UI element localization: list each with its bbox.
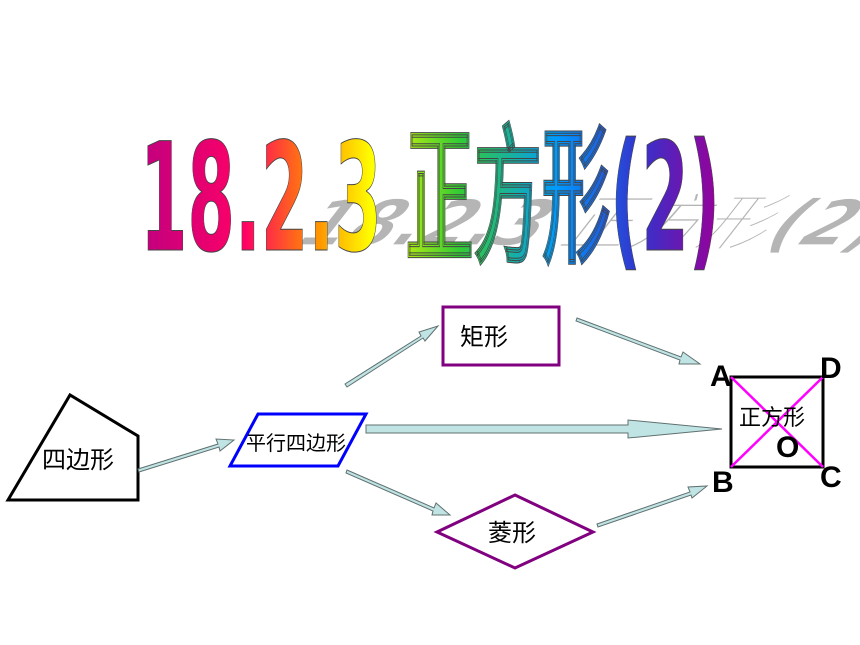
rhombus-shape bbox=[433, 493, 597, 570]
rhombus-label: 菱形 bbox=[488, 519, 536, 547]
vertex-d: D bbox=[820, 352, 842, 385]
rectangle-shape bbox=[441, 305, 561, 367]
arrow-parallelogram-to-rhombus bbox=[345, 469, 452, 516]
square-node: 正方形 A D B C O bbox=[710, 352, 842, 499]
page-title: 18.2.3 正方形(2) bbox=[140, 112, 720, 286]
quadrilateral-label: 四边形 bbox=[42, 446, 114, 474]
parallelogram-node: 平行四边形 bbox=[227, 412, 369, 468]
parallelogram-shape bbox=[227, 412, 369, 468]
vertex-b: B bbox=[712, 466, 734, 499]
arrow-rhombus-to-square bbox=[596, 485, 709, 528]
arrows bbox=[137, 317, 723, 528]
title-shadow-text: 18.2.3 正方形(2) bbox=[278, 187, 860, 260]
vertex-o: O bbox=[776, 431, 799, 464]
vertex-a: A bbox=[710, 360, 732, 393]
arrow-rectangle-to-square bbox=[575, 317, 702, 365]
arrow-parallelogram-to-rectangle bbox=[344, 324, 440, 388]
rhombus-node: 菱形 bbox=[433, 493, 597, 570]
rectangle-label: 矩形 bbox=[460, 323, 508, 351]
quadrilateral-shape bbox=[5, 392, 140, 502]
quadrilateral-node: 四边形 bbox=[5, 392, 140, 502]
square-label: 正方形 bbox=[739, 406, 805, 431]
parallelogram-label: 平行四边形 bbox=[246, 431, 346, 455]
arrow-parallelogram-to-square bbox=[365, 419, 723, 439]
title-shadow: 18.2.3 正方形(2) bbox=[277, 186, 860, 261]
arrow-quadrilateral-to-parallelogram bbox=[137, 438, 236, 473]
rectangle-node: 矩形 bbox=[441, 305, 561, 367]
square-diagonal-bd bbox=[730, 376, 824, 468]
vertex-c: C bbox=[820, 461, 842, 494]
